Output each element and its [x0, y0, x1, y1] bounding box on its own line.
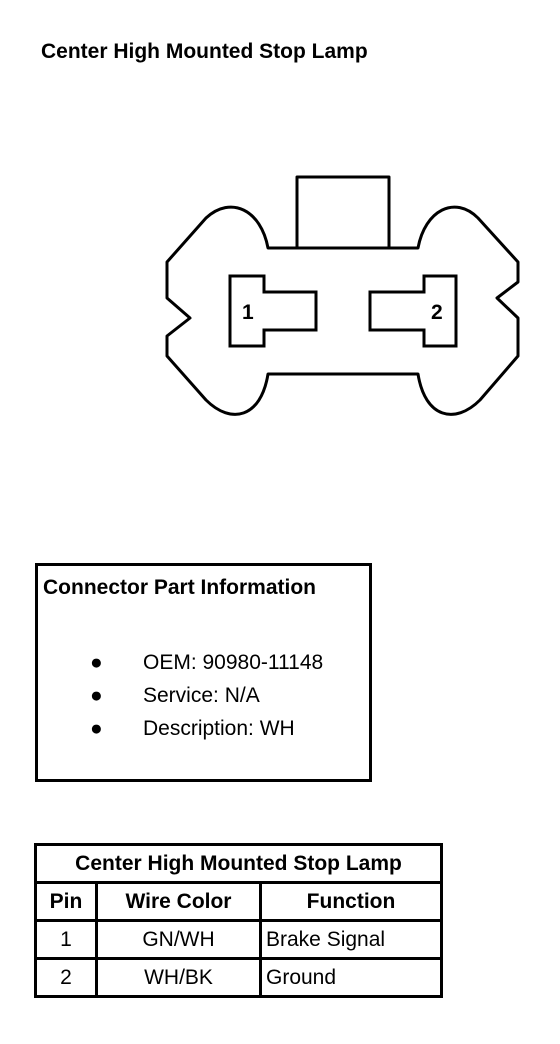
diagram-title: Center High Mounted Stop Lamp	[41, 40, 368, 63]
bullet-icon: ●	[90, 717, 103, 740]
connector-part-info-box: Connector Part Information ● OEM: 90980-1…	[35, 563, 372, 782]
oem-number: OEM: 90980-11148	[143, 651, 324, 674]
pin-cell: 1	[34, 919, 98, 960]
wire-color-cell: WH/BK	[95, 957, 262, 998]
pin-1-cavity	[228, 274, 318, 348]
list-item: ● Service: N/A	[90, 679, 323, 712]
list-item: ● OEM: 90980-11148	[90, 646, 323, 679]
table-row: 1 GN/WH Brake Signal	[34, 919, 443, 960]
pin-2-cavity	[368, 274, 458, 348]
bullet-icon: ●	[90, 651, 103, 674]
connector-housing-outline	[165, 175, 520, 416]
bullet-icon: ●	[90, 684, 103, 707]
pin-cell: 2	[34, 957, 98, 998]
pin-1-label: 1	[242, 301, 254, 324]
pin-table: Center High Mounted Stop Lamp Pin Wire C…	[34, 843, 443, 998]
table-title-row: Center High Mounted Stop Lamp	[34, 843, 443, 884]
pin-2-label: 2	[431, 301, 443, 324]
column-header-wire-color: Wire Color	[95, 881, 262, 922]
service-number: Service: N/A	[143, 684, 260, 707]
description: Description: WH	[143, 717, 295, 740]
column-header-function: Function	[259, 881, 443, 922]
function-cell: Ground	[259, 957, 443, 998]
list-item: ● Description: WH	[90, 712, 323, 745]
table-row: 2 WH/BK Ground	[34, 957, 443, 998]
connector-face-diagram: 1 2	[165, 175, 520, 416]
table-header-row: Pin Wire Color Function	[34, 881, 443, 922]
pin-table-title: Center High Mounted Stop Lamp	[34, 843, 443, 884]
function-cell: Brake Signal	[259, 919, 443, 960]
column-header-pin: Pin	[34, 881, 98, 922]
wire-color-cell: GN/WH	[95, 919, 262, 960]
connector-part-info-heading: Connector Part Information	[43, 576, 317, 599]
connector-part-info-list: ● OEM: 90980-11148 ● Service: N/A ● Descrip…	[90, 646, 323, 745]
